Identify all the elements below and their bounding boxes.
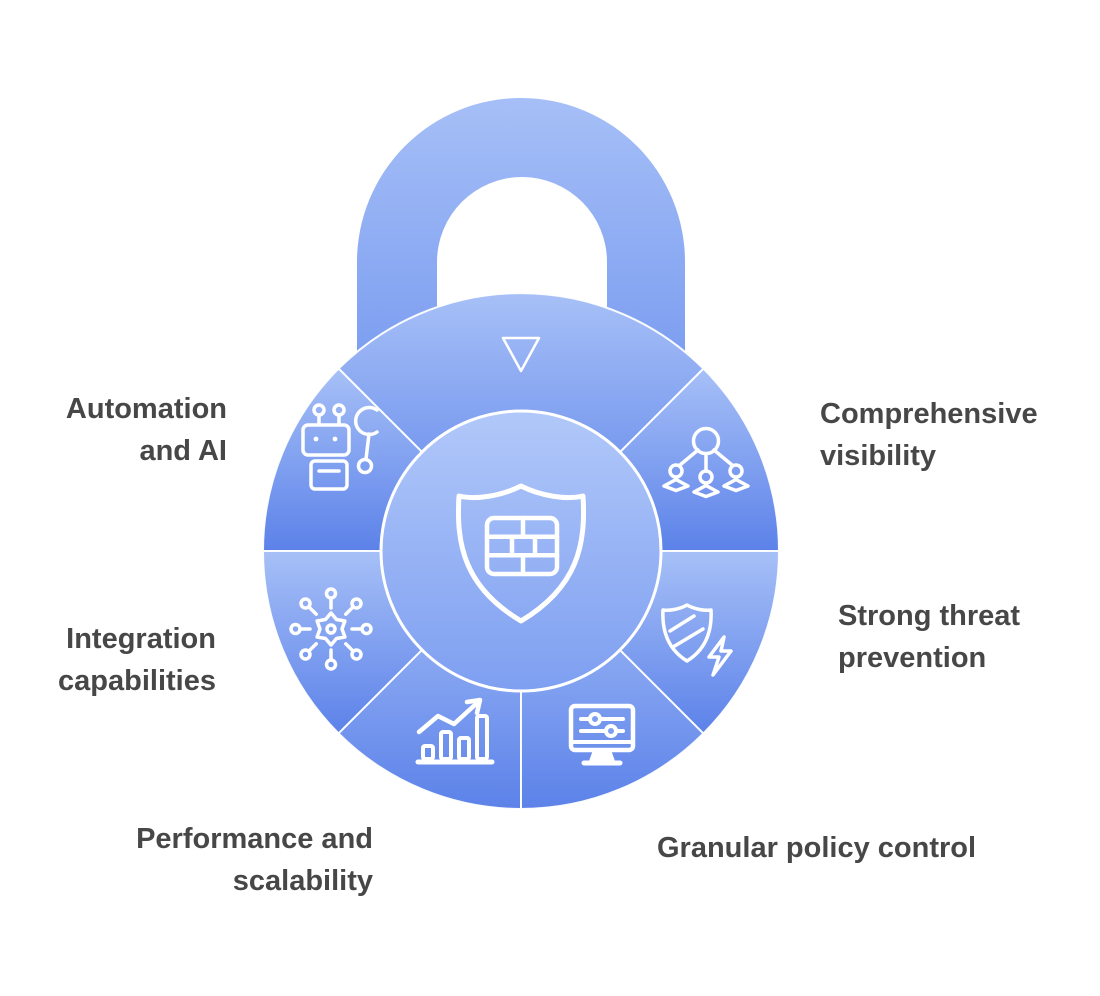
user-group-icon bbox=[662, 426, 750, 499]
label-line: Strong threat bbox=[838, 600, 1021, 632]
down-triangle-icon bbox=[501, 336, 541, 373]
growth-chart-icon bbox=[415, 697, 495, 765]
label-automation-and-ai: Automation and AI bbox=[66, 388, 227, 472]
label-integration-capabilities: Integration capabilities bbox=[58, 618, 216, 702]
label-line: Integration bbox=[66, 623, 216, 655]
label-line: Performance and bbox=[136, 823, 373, 855]
label-line: scalability bbox=[232, 865, 373, 897]
label-line: prevention bbox=[838, 642, 987, 674]
label-line: Automation bbox=[65, 393, 227, 425]
robot-wrench-icon bbox=[301, 403, 379, 491]
shield-lightning-icon bbox=[661, 603, 733, 677]
firewall-shield-icon bbox=[456, 483, 586, 624]
label-line: and AI bbox=[139, 435, 227, 467]
label-granular-policy-control: Granular policy control bbox=[657, 827, 976, 869]
label-line: Granular policy control bbox=[657, 832, 977, 864]
label-line: visibility bbox=[820, 440, 937, 472]
label-line: capabilities bbox=[58, 665, 216, 697]
label-line: Comprehensive bbox=[820, 398, 1038, 430]
integration-hub-icon bbox=[289, 587, 373, 671]
padlock-shackle bbox=[357, 98, 685, 455]
monitor-sliders-icon bbox=[568, 703, 636, 766]
center-circle bbox=[379, 409, 663, 693]
label-performance-scalability: Performance and scalability bbox=[136, 818, 373, 902]
label-comprehensive-visibility: Comprehensive visibility bbox=[820, 393, 1038, 477]
label-strong-threat-prevention: Strong threat prevention bbox=[838, 595, 1020, 679]
